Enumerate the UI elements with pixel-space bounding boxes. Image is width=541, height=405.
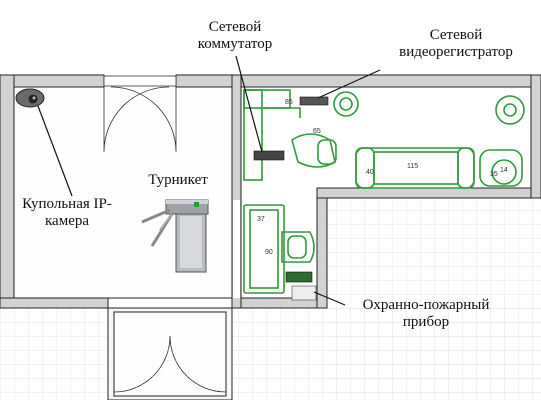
nvr-icon [299,96,329,106]
alarm-panel-icon [291,285,317,301]
outside-grid-right [326,198,541,400]
alarm-label: Охранно-пожарный прибор [342,297,510,331]
nvr-label-line2: видеорегистратор [399,44,513,60]
entry-door-top [103,75,177,153]
camera-label-line2: камера [44,213,90,229]
dimensions: 85 65 115 40 35 14 37 90 [257,99,508,256]
dim-desk-top: 85 [285,99,293,106]
office-door [233,200,240,298]
dim-sofa-len: 115 [407,163,418,170]
desk-top [243,89,291,109]
dim-sofa-end: 40 [366,169,374,176]
switch-label-line1: Сетевой [208,19,262,35]
camera-label-line1: Купольная IP- [22,196,112,212]
alarm-label-line1: Охранно-пожарный [362,297,490,313]
leader-lines [37,55,381,306]
desk-side [243,89,263,181]
dim-table: 35 [490,171,498,178]
turnstile-label: Турникет [148,172,208,188]
walls [0,74,541,309]
furniture [243,89,525,294]
camera-label: Купольная IP- камера [6,196,128,230]
dim-desk-side: 65 [313,128,321,135]
dome-camera-icon [15,88,45,108]
network-switch-icon [253,150,285,161]
dim-desk-left-side: 90 [265,249,273,256]
alarm-panel-screen-icon [285,271,313,283]
dim-chair-small: 14 [500,167,508,174]
turnstile-icon [141,199,209,273]
nvr-label-line1: Сетевой [429,27,483,43]
alarm-label-line2: прибор [402,314,450,330]
nvr-label: Сетевой видеорегистратор [378,27,534,61]
switch-label: Сетевой коммутатор [184,19,286,53]
dim-desk-left-top: 37 [257,216,265,223]
switch-label-line2: коммутатор [197,36,273,52]
